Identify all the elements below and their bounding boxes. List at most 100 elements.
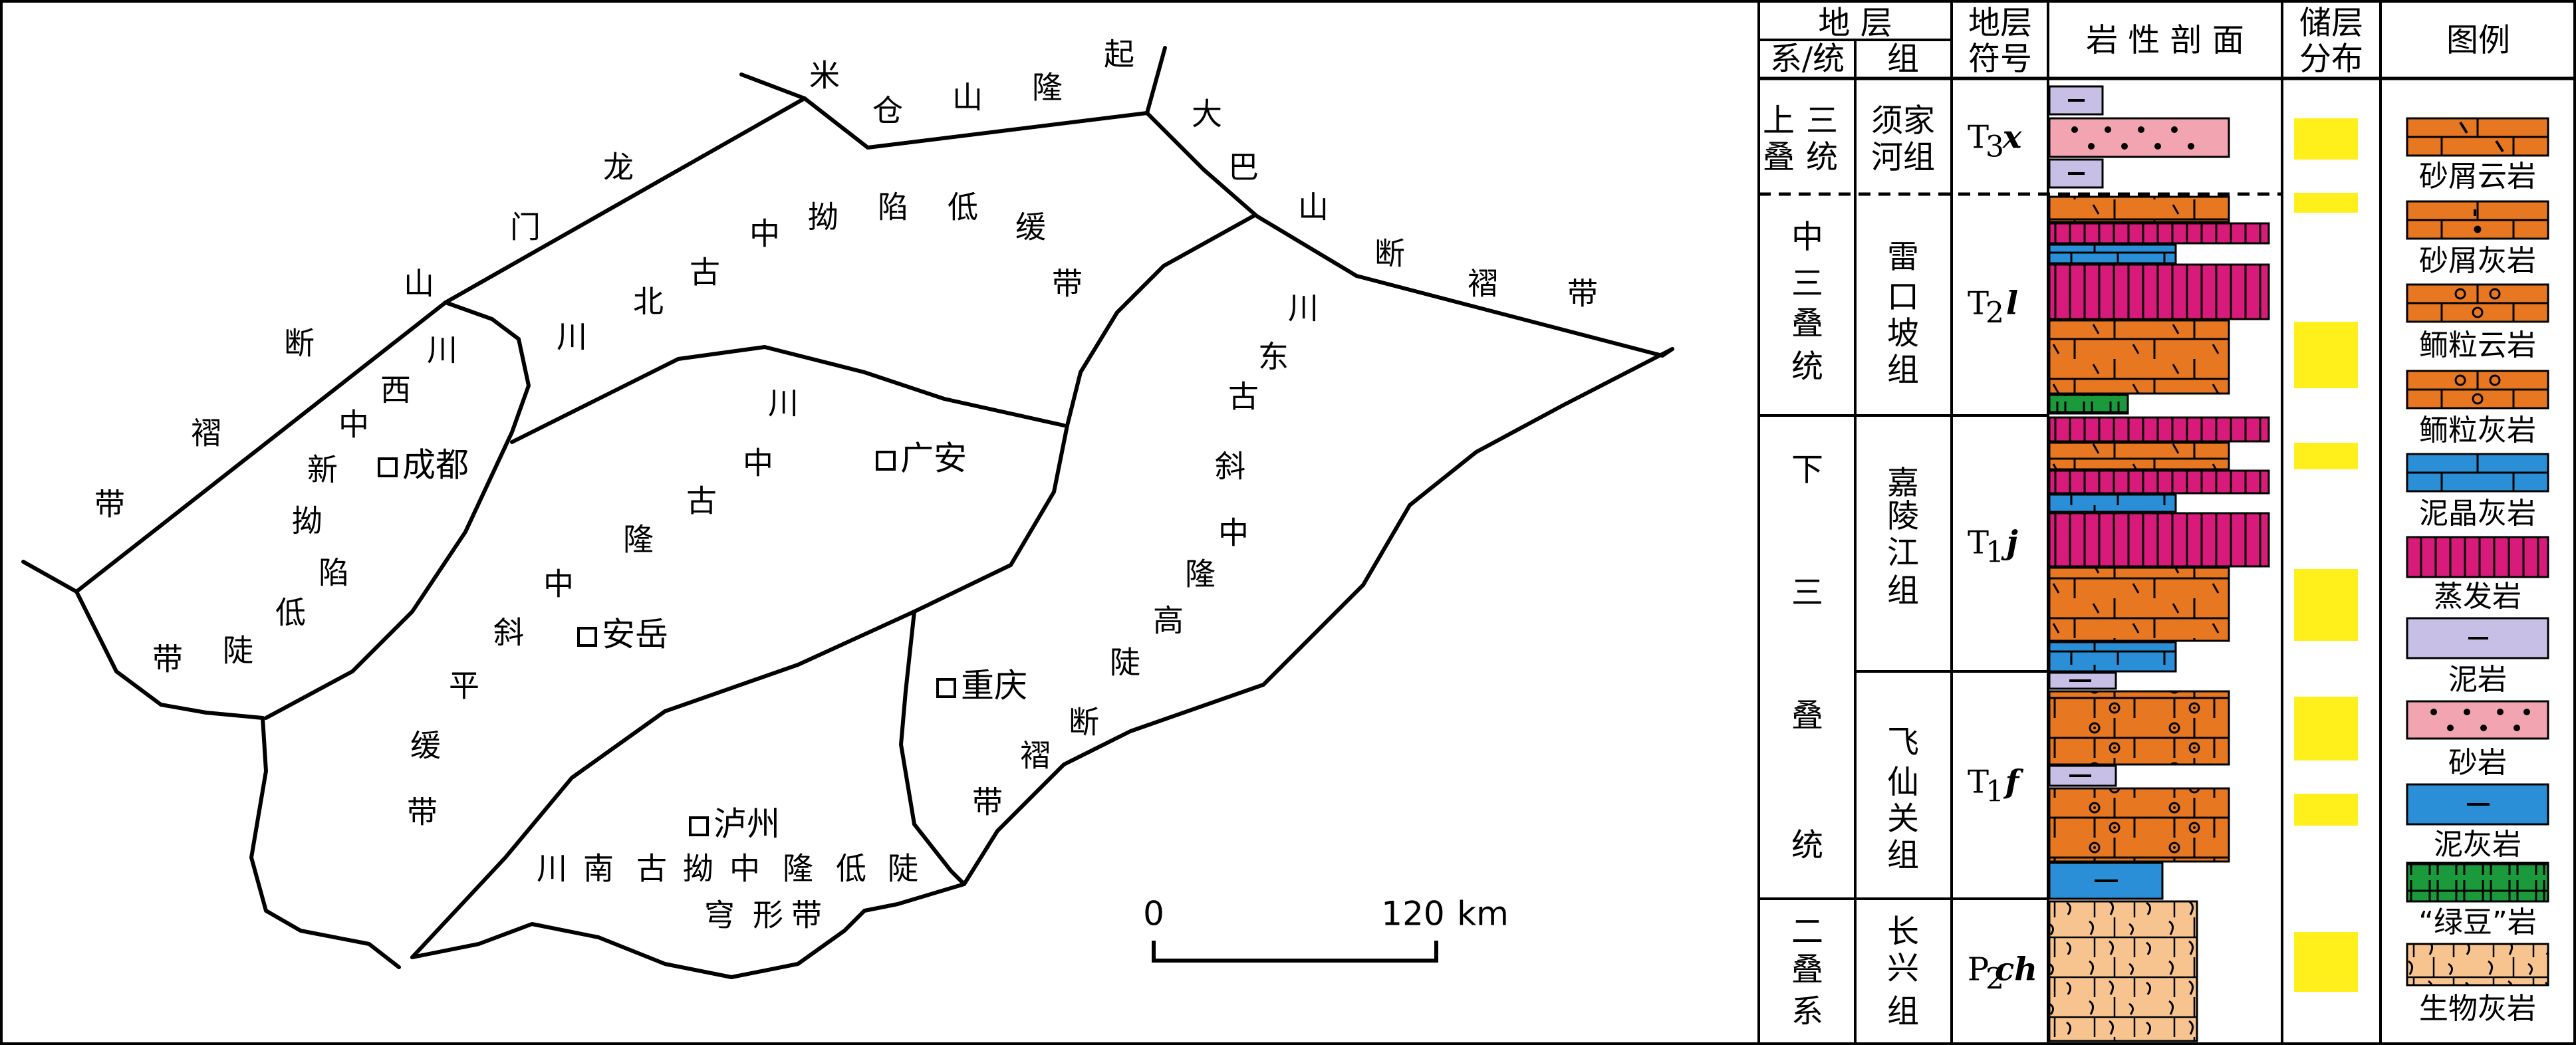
zone-chuandong-char: 带 <box>972 784 1003 820</box>
legend-label: 泥岩 <box>2448 663 2507 697</box>
zone-chuandong-char: 褶 <box>1020 738 1051 774</box>
chuandong-west-boundary <box>899 610 966 886</box>
zone-labels: 米仓山隆起大巴山断褶带龙门山断褶带川北古中拗陷低缓带川西中新拗陷低陡带川中古隆中… <box>94 37 1598 933</box>
formation-char: 陵 <box>1887 498 1919 535</box>
legend-label: 砂岩 <box>2448 746 2507 780</box>
reservoir-distribution <box>2294 118 2358 992</box>
system-char: 三 <box>1791 574 1823 612</box>
scale-start: 0 <box>1143 895 1164 933</box>
header-strata: 地 层 <box>1818 5 1892 42</box>
symbol-sub: 3 <box>1986 130 2004 164</box>
city-chengdu: 成都 <box>378 446 469 485</box>
zone-chuanzhong-char: 中 <box>543 566 574 602</box>
symbol-sub: 1 <box>1986 775 2004 809</box>
header-reservoir-top: 储层 <box>2299 5 2363 42</box>
city-square-icon <box>876 451 896 471</box>
header-formation: 组 <box>1887 41 1919 78</box>
legend-label: 泥灰岩 <box>2434 828 2521 862</box>
formation-char: 仙 <box>1887 764 1919 801</box>
city-label: 泸州 <box>713 805 780 844</box>
header-reservoir-bottom: 分布 <box>2299 41 2363 78</box>
formation-char: 须家 <box>1871 102 1935 140</box>
zone-chuannan-char: 拗 <box>683 851 713 887</box>
zone-chuanzhong-char: 带 <box>407 794 438 830</box>
stratigraphic-table <box>1757 3 2576 1042</box>
symbol-main: T <box>1968 119 1989 156</box>
zone-longmen-char: 门 <box>510 209 541 245</box>
city-label: 广安 <box>900 439 967 478</box>
symbol-sub: 2 <box>1986 963 2004 996</box>
strata-symbol: T3x <box>1968 119 2023 164</box>
city-label: 成都 <box>402 446 469 485</box>
city-label: 重庆 <box>961 667 1027 705</box>
zone-chuanbei-char: 低 <box>948 189 978 225</box>
zone-longmen-char: 山 <box>404 266 434 302</box>
west-edge <box>21 560 401 969</box>
legend-label: 砂屑灰岩 <box>2419 244 2536 278</box>
header-lithology: 岩 性 剖 面 <box>2086 22 2244 59</box>
zone-chuannan-char: 南 <box>583 851 614 887</box>
zone-chuanzhong-char: 斜 <box>493 615 524 651</box>
formation-char: 口 <box>1887 279 1919 316</box>
zone-daba-char: 带 <box>1567 276 1598 312</box>
zone-chuandong-char: 隆 <box>1185 556 1216 592</box>
zone-chuandong-char: 川 <box>1288 290 1319 326</box>
city-label: 安岳 <box>602 616 668 654</box>
zone-chuanzhong-char: 平 <box>449 668 479 704</box>
zone-chuannan-char: 古 <box>636 851 667 887</box>
system-char: 统 <box>1791 348 1823 386</box>
zone-chuanxi-char: 陷 <box>319 555 349 591</box>
lithology-column <box>2048 85 2270 1042</box>
chuanbei-south-boundary <box>510 345 1066 444</box>
zone-chuannan-char: 带 <box>791 897 822 933</box>
zone-daba-char: 大 <box>1192 96 1222 132</box>
chuannan-boundary <box>410 882 966 979</box>
symbol-main: T <box>1968 285 1989 322</box>
zone-chuanxi-char: 西 <box>380 372 411 408</box>
zone-chuanxi-char: 川 <box>427 332 457 368</box>
zone-chuanbei-char: 古 <box>690 255 720 290</box>
formation-char: 兴 <box>1887 950 1919 987</box>
scale-end: 120 <box>1381 895 1444 933</box>
system-char: 上 <box>1763 102 1795 140</box>
zone-daba-char: 断 <box>1374 236 1405 272</box>
zone-chuanbei-char: 陷 <box>878 189 908 225</box>
zone-chuanxi-char: 低 <box>275 595 306 631</box>
zone-chuanxi-char: 拗 <box>292 503 322 539</box>
city-square-icon <box>577 627 597 647</box>
zone-chuanxi-char: 带 <box>152 641 183 677</box>
city-chongqing: 重庆 <box>936 667 1027 705</box>
scale-bar: 0 120 km <box>1143 895 1509 963</box>
zone-daba-char: 山 <box>1298 189 1329 225</box>
zone-chuandong-char: 斜 <box>1215 449 1245 485</box>
zone-micang-char: 起 <box>1104 37 1134 72</box>
zone-chuanzhong-char: 川 <box>768 386 799 421</box>
zone-chuanzhong-char: 古 <box>686 483 717 519</box>
legend-label: 蒸发岩 <box>2434 580 2521 614</box>
zone-chuanxi-char: 中 <box>338 407 369 443</box>
system-char: 系 <box>1791 993 1823 1030</box>
zone-chuannan-char: 隆 <box>783 851 813 887</box>
zone-chuanxi-char: 陡 <box>223 633 253 669</box>
city-square-icon <box>689 816 709 836</box>
zone-daba-char: 褶 <box>1468 266 1498 302</box>
scale-unit: km <box>1457 895 1509 933</box>
longmen-boundary <box>74 72 807 594</box>
zone-chuanzhong-char: 缓 <box>410 728 441 764</box>
legend-swatches <box>2406 117 2549 987</box>
header-symbol-top: 地层 <box>1968 5 2032 42</box>
zone-chuannan-char: 陡 <box>888 851 918 887</box>
zone-micang-char: 仓 <box>872 93 903 129</box>
legend-label: “绿豆”岩 <box>2418 905 2537 939</box>
formation-char: 飞 <box>1887 724 1919 761</box>
system-char: 叠 <box>1791 697 1823 735</box>
legend-label: 鲕粒云岩 <box>2419 328 2536 362</box>
symbol-italic: f <box>2003 764 2024 801</box>
header-system: 系/统 <box>1770 41 1845 78</box>
formation-char: 组 <box>1887 352 1919 389</box>
